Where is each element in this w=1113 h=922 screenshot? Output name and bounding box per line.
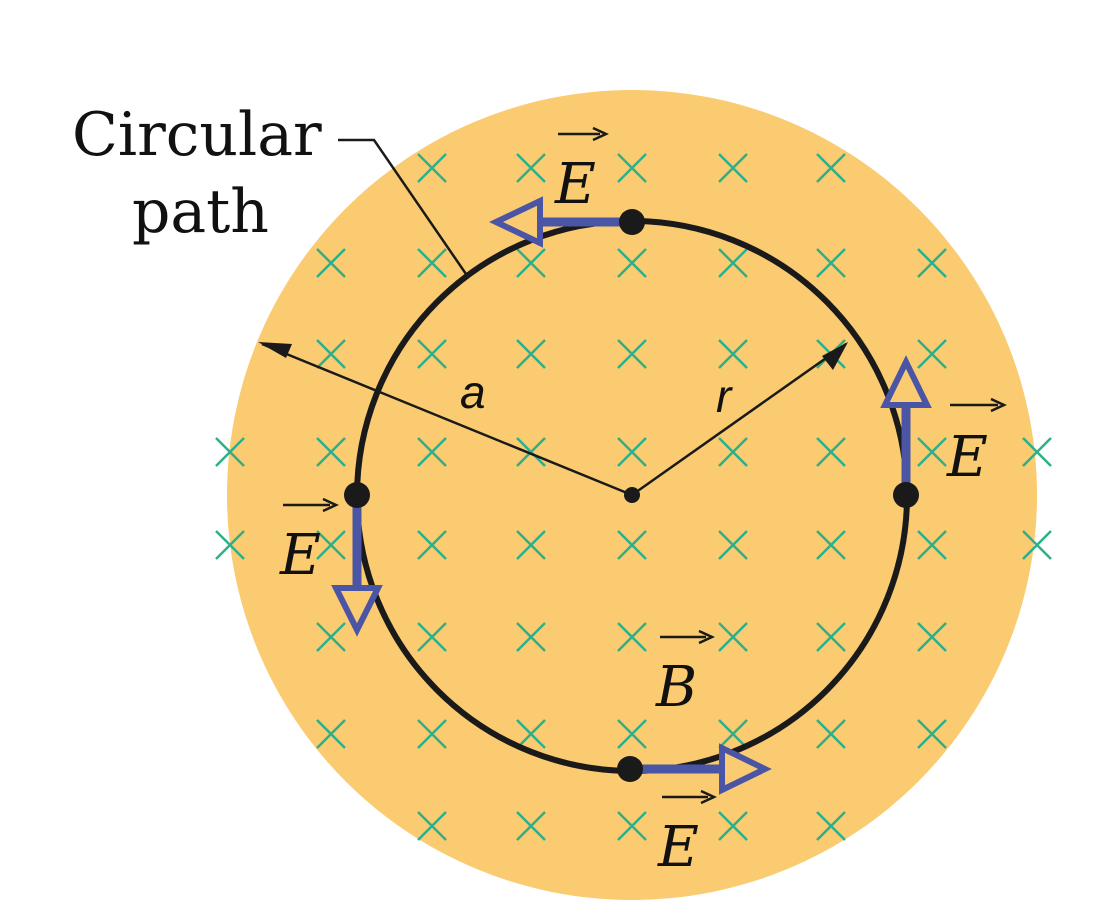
cross-icon xyxy=(617,339,647,369)
cross-icon xyxy=(816,248,846,278)
cross-icon xyxy=(316,622,346,652)
cross-icon xyxy=(718,530,748,560)
b-label: B xyxy=(655,629,715,720)
radius-r-line xyxy=(631,342,847,497)
svg-text:B: B xyxy=(655,655,697,720)
cross-icon xyxy=(215,530,245,560)
cross-icon xyxy=(816,719,846,749)
e-label-bottom: E xyxy=(657,789,717,880)
cross-icon xyxy=(516,248,546,278)
cross-icon xyxy=(516,339,546,369)
cross-icon xyxy=(516,530,546,560)
cross-icon xyxy=(617,622,647,652)
cross-icon xyxy=(718,339,748,369)
cross-icon xyxy=(718,811,748,841)
cross-icon xyxy=(617,153,647,183)
cross-icon xyxy=(316,248,346,278)
center-dot xyxy=(624,487,640,503)
cross-icon xyxy=(617,248,647,278)
cross-icon xyxy=(718,622,748,652)
cross-icon xyxy=(917,622,947,652)
cross-icon xyxy=(917,437,947,467)
cross-icon xyxy=(816,530,846,560)
cross-icon xyxy=(417,719,447,749)
cross-icon xyxy=(617,719,647,749)
overhead-arrow-icon xyxy=(950,397,1007,413)
cross-icon xyxy=(917,530,947,560)
radius-a-arrowhead xyxy=(258,342,292,358)
svg-text:E: E xyxy=(554,152,596,217)
svg-text:E: E xyxy=(279,523,321,588)
cross-icon xyxy=(516,153,546,183)
cross-icon xyxy=(215,437,245,467)
hollow-arrowhead-icon xyxy=(331,585,383,637)
cross-icon xyxy=(617,530,647,560)
circular-path-leader-line xyxy=(338,138,468,275)
e-field-arrow-left xyxy=(331,495,383,637)
hollow-arrowhead-icon xyxy=(719,743,772,795)
e-label-left: E xyxy=(279,497,339,588)
cross-icon xyxy=(417,339,447,369)
cross-icon xyxy=(417,530,447,560)
cross-icon xyxy=(417,811,447,841)
cross-icon xyxy=(417,248,447,278)
e-label-right: E xyxy=(946,397,1007,490)
radius-r-label: r xyxy=(716,370,733,422)
cross-icon xyxy=(516,811,546,841)
overhead-arrow-icon xyxy=(660,629,715,645)
radius-r-arrowhead xyxy=(822,342,848,370)
cross-icon xyxy=(316,530,346,560)
cross-icon xyxy=(718,153,748,183)
magnetic-field-crosses xyxy=(215,153,1052,841)
hollow-arrowhead-icon xyxy=(489,196,543,248)
e-field-arrow-bottom xyxy=(630,743,772,795)
cross-icon xyxy=(617,811,647,841)
cross-icon xyxy=(417,622,447,652)
cross-icon xyxy=(816,153,846,183)
e-field-arrow-right xyxy=(880,355,932,495)
hollow-arrowhead-icon xyxy=(880,355,932,408)
cross-icon xyxy=(1022,530,1052,560)
circular-path-label-line1: Circular xyxy=(72,100,322,170)
cross-icon xyxy=(718,248,748,278)
path-point-bottom xyxy=(617,756,643,782)
path-point-top xyxy=(619,209,645,235)
cross-icon xyxy=(417,153,447,183)
cross-icon xyxy=(316,437,346,467)
cross-icon xyxy=(617,437,647,467)
radius-a-line xyxy=(261,342,633,497)
radius-a-label: a xyxy=(460,366,486,418)
cross-icon xyxy=(718,719,748,749)
path-point-right xyxy=(893,482,919,508)
cross-icon xyxy=(718,437,748,467)
cross-icon xyxy=(917,719,947,749)
path-point-left xyxy=(344,482,370,508)
cross-icon xyxy=(516,437,546,467)
cross-icon xyxy=(516,719,546,749)
cross-icon xyxy=(816,437,846,467)
cross-icon xyxy=(316,339,346,369)
overhead-arrow-icon xyxy=(662,789,717,805)
cross-icon xyxy=(816,811,846,841)
overhead-arrow-icon xyxy=(283,497,339,513)
e-field-arrow-top xyxy=(489,196,632,248)
svg-text:E: E xyxy=(946,425,988,490)
cross-icon xyxy=(417,437,447,467)
cross-icon xyxy=(516,622,546,652)
overhead-arrow-icon xyxy=(558,126,609,142)
cross-icon xyxy=(917,248,947,278)
cross-icon xyxy=(316,719,346,749)
cross-icon xyxy=(917,339,947,369)
cross-icon xyxy=(1022,437,1052,467)
circular-path-label-line2: path xyxy=(132,177,269,247)
svg-text:E: E xyxy=(657,815,699,880)
e-label-top: E xyxy=(554,126,609,217)
cross-icon xyxy=(816,622,846,652)
